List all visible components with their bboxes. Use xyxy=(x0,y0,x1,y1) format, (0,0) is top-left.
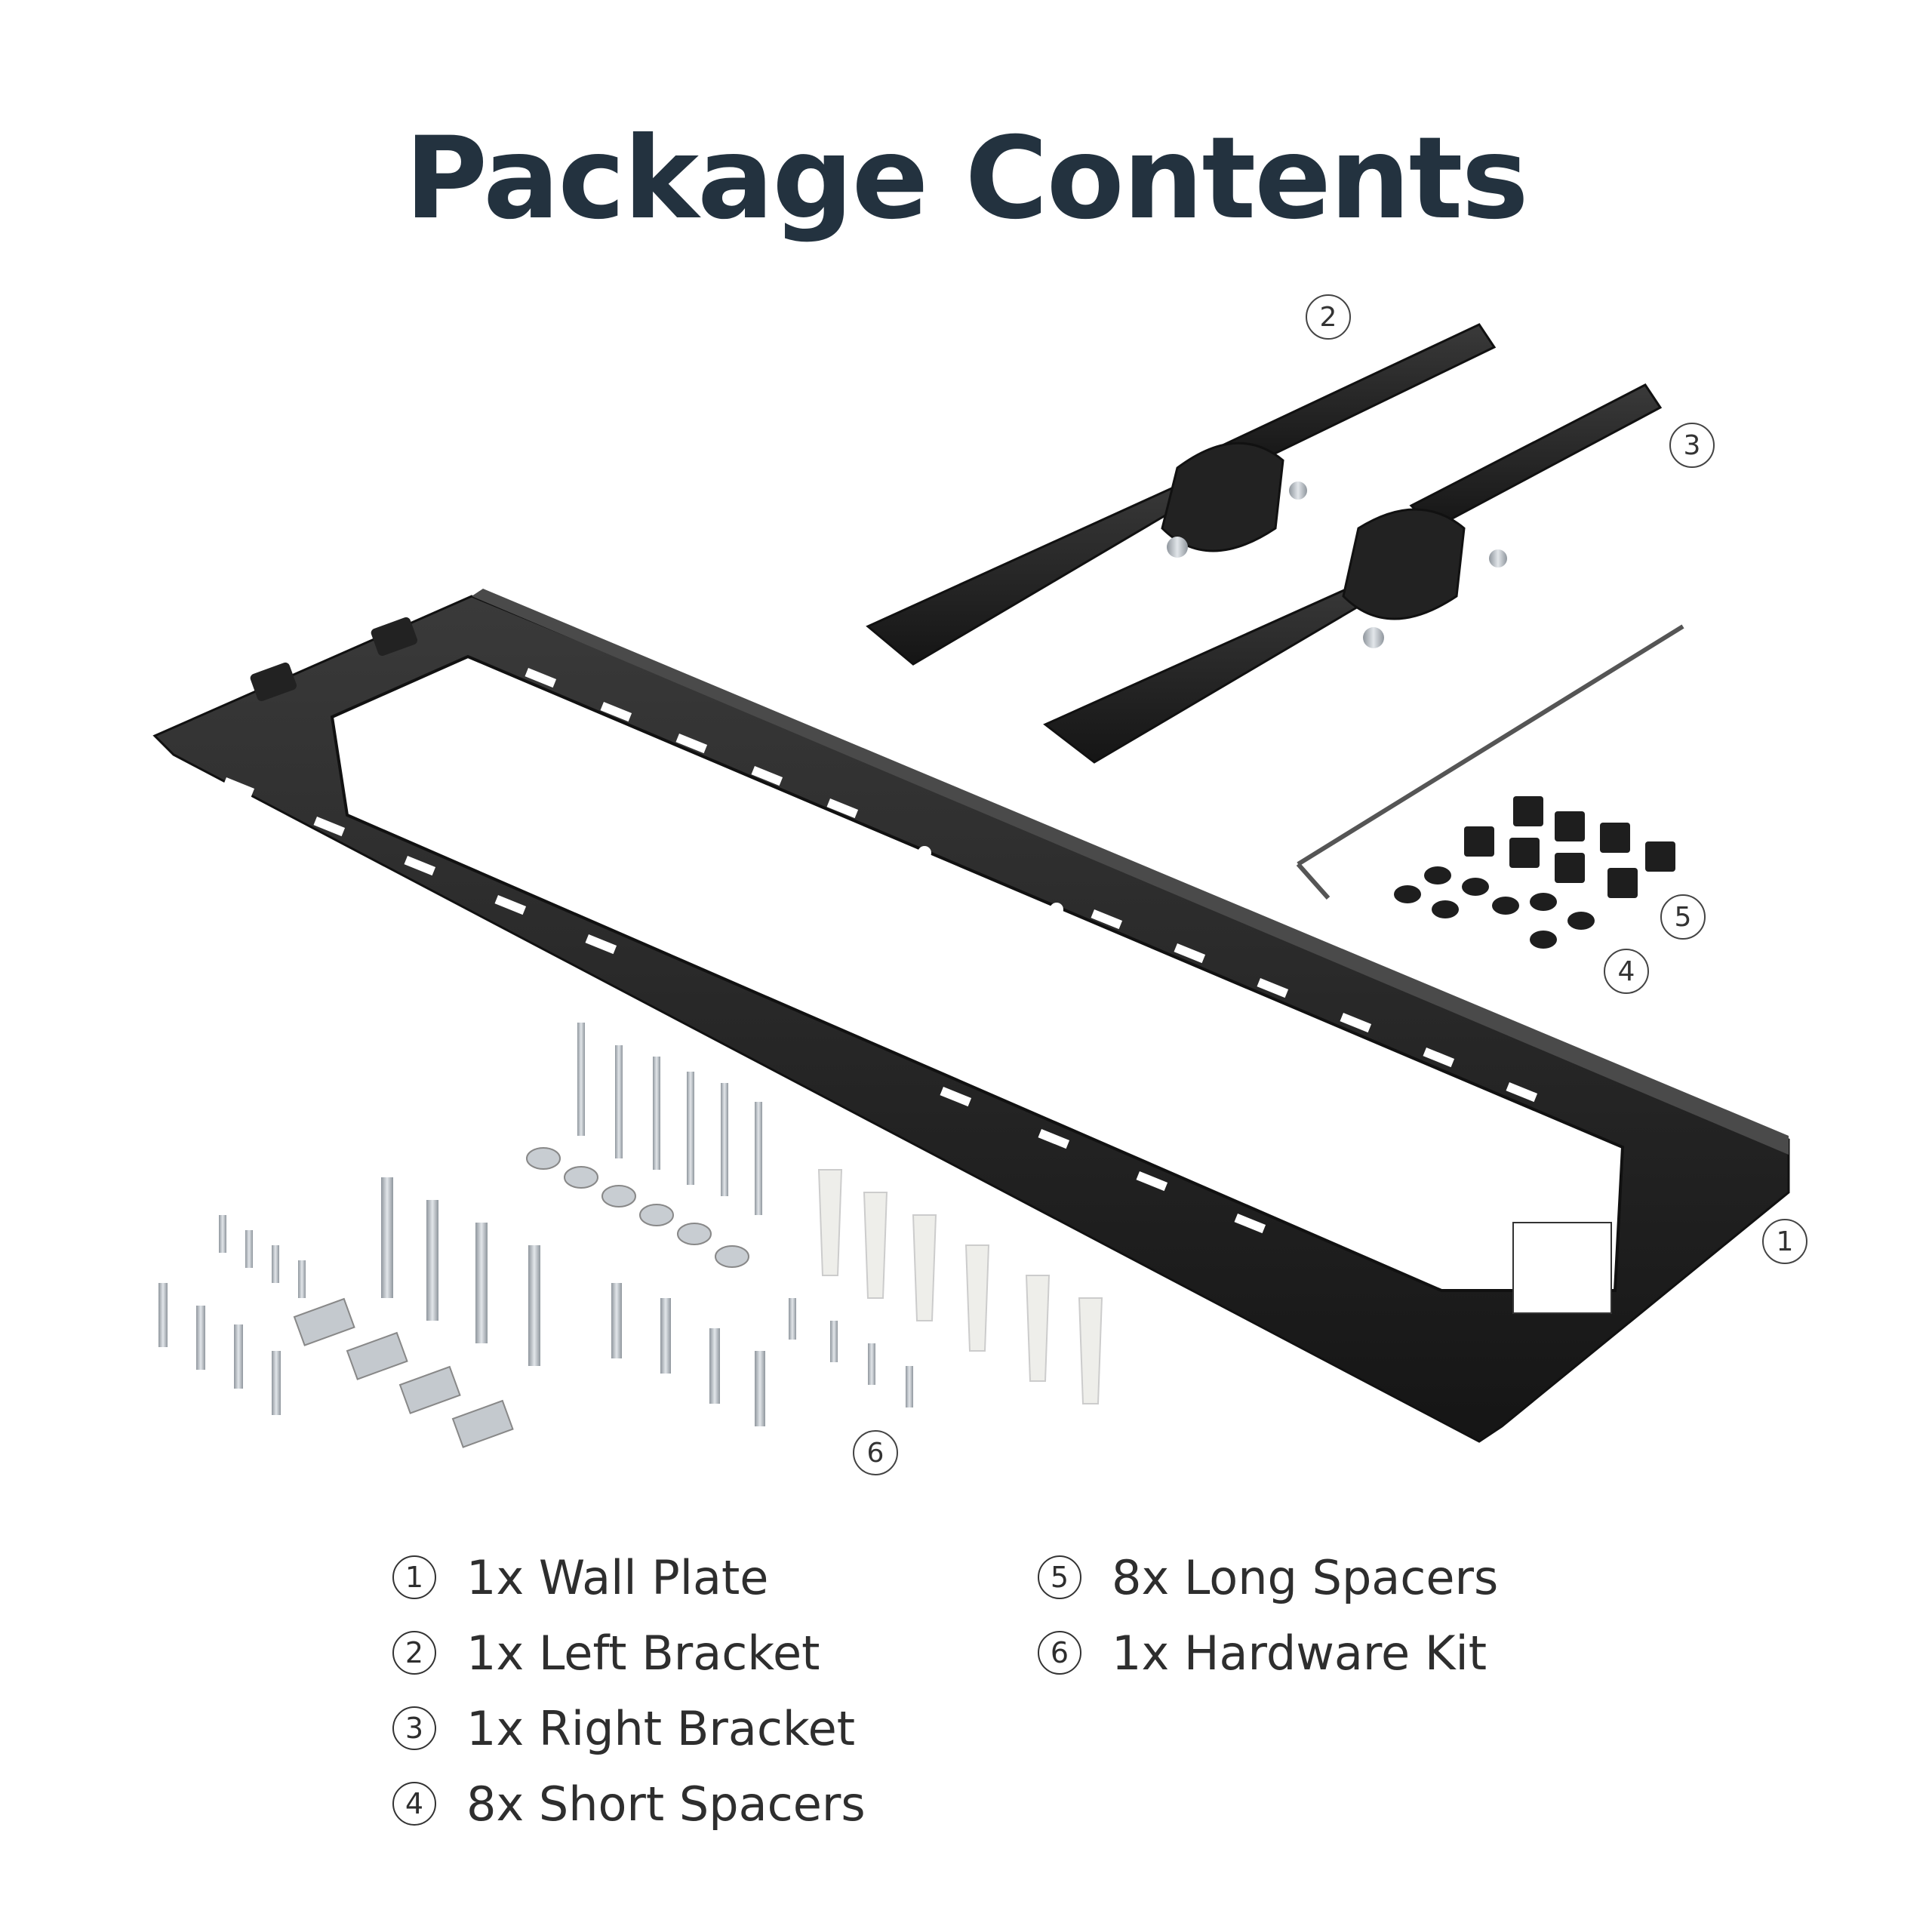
right-bracket xyxy=(1043,383,1663,764)
legend-item: 6 1x Hardware Kit xyxy=(1038,1615,1498,1690)
legend-item: 4 8x Short Spacers xyxy=(392,1766,866,1841)
legend-text: 8x Short Spacers xyxy=(466,1776,866,1832)
legend-text: 1x Wall Plate xyxy=(466,1549,769,1605)
callout-wall-plate: 1 xyxy=(1762,1219,1807,1264)
legend-number: 4 xyxy=(392,1782,436,1826)
legend-item: 1 1x Wall Plate xyxy=(392,1540,866,1615)
legend-number: 2 xyxy=(392,1631,436,1675)
hardware-kit xyxy=(158,1023,1103,1448)
allen-key xyxy=(1297,624,1684,866)
legend-item: 2 1x Left Bracket xyxy=(392,1615,866,1690)
callout-right-bracket: 3 xyxy=(1669,423,1715,468)
legend-text: 8x Long Spacers xyxy=(1112,1549,1499,1605)
legend-text: 1x Hardware Kit xyxy=(1112,1625,1487,1681)
left-bracket xyxy=(866,323,1497,666)
callout-left-bracket: 2 xyxy=(1306,294,1351,340)
legend-text: 1x Right Bracket xyxy=(466,1700,856,1756)
legend-item: 5 8x Long Spacers xyxy=(1038,1540,1498,1615)
page-title: Package Contents xyxy=(405,113,1528,245)
legend-column-left: 1 1x Wall Plate 2 1x Left Bracket 3 1x R… xyxy=(392,1540,866,1841)
legend-number: 6 xyxy=(1038,1631,1081,1675)
callout-hardware-kit: 6 xyxy=(853,1430,898,1475)
legend-number: 1 xyxy=(392,1555,436,1599)
legend-text: 1x Left Bracket xyxy=(466,1625,820,1681)
callout-long-spacers: 5 xyxy=(1660,894,1706,940)
callout-short-spacers: 4 xyxy=(1604,949,1649,994)
legend-number: 3 xyxy=(392,1706,436,1750)
legend-item: 3 1x Right Bracket xyxy=(392,1690,866,1766)
legend-column-right: 5 8x Long Spacers 6 1x Hardware Kit xyxy=(1038,1540,1498,1690)
product-label xyxy=(1512,1222,1612,1314)
wall-plate xyxy=(152,589,1790,1443)
legend-number: 5 xyxy=(1038,1555,1081,1599)
spacers xyxy=(1394,796,1675,949)
